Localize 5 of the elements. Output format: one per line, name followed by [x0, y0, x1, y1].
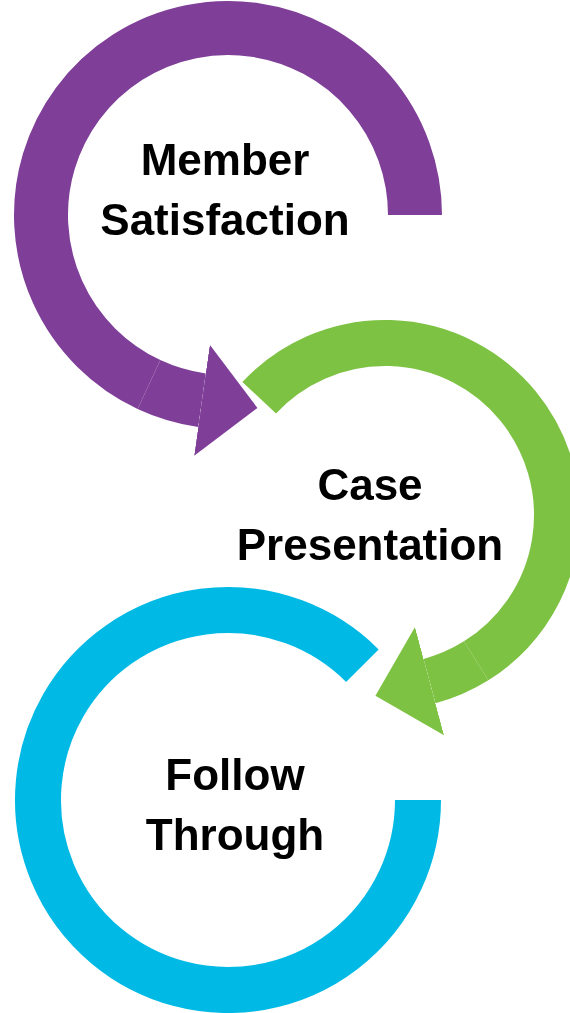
arrow: [376, 627, 488, 735]
arrow: [138, 345, 258, 456]
step-label: Follow Through: [144, 749, 326, 861]
step-label: Member Satisfaction: [99, 134, 351, 246]
step-label: Case Presentation: [235, 459, 505, 571]
